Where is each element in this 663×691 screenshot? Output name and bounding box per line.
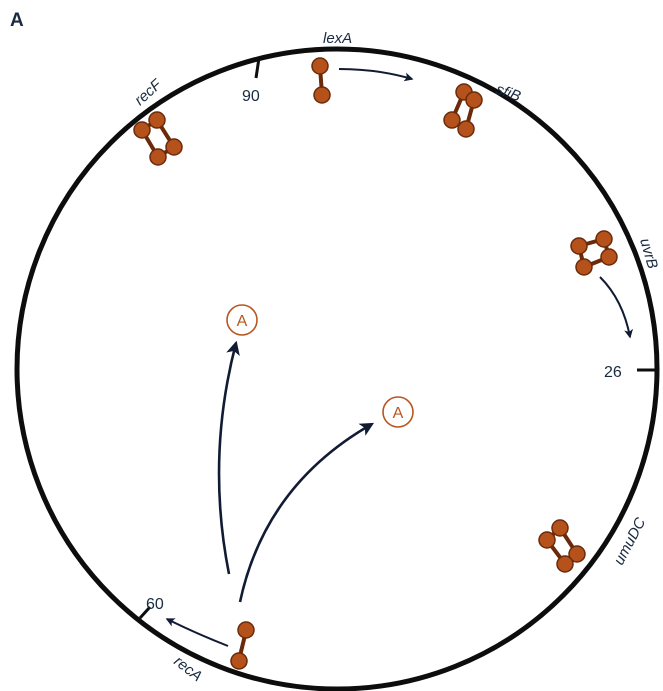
arrow-recA-to-right-A (240, 424, 372, 602)
arrow-recA-to-upper-A (219, 343, 236, 574)
arrow-uvrB-to-26 (600, 277, 630, 337)
chromosome-circle (17, 49, 657, 689)
position-90-label: 90 (242, 88, 260, 105)
sfiB-tetramer-icon (444, 84, 482, 137)
protein-a-label-upper: A (237, 313, 248, 330)
lexA-dimer-icon (312, 58, 330, 103)
umuDC-tetramer-icon (539, 520, 585, 572)
arrow-lexA-to-sfiB (339, 69, 412, 79)
protein-a-label-right: A (393, 405, 404, 422)
recA-dimer-icon (231, 622, 254, 669)
uvrB-tetramer-icon (571, 231, 617, 275)
gene-label-sfiB: sfiB (494, 81, 523, 106)
position-60-label: 60 (146, 596, 164, 613)
arrow-recA-to-60 (167, 619, 228, 646)
gene-label-lexA: lexA (323, 30, 352, 47)
position-26-label: 26 (604, 364, 622, 381)
recF-tetramer-icon (134, 112, 182, 165)
